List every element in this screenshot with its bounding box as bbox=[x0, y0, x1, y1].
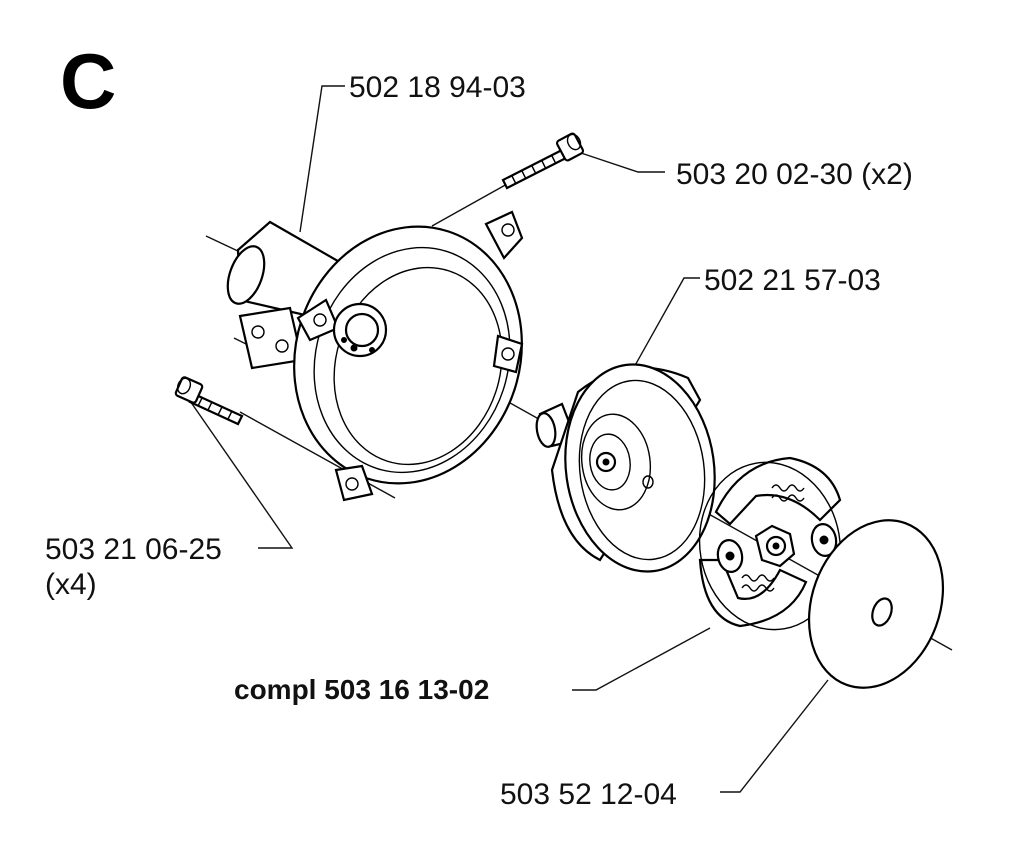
leader-housing bbox=[299, 85, 345, 233]
screw-left bbox=[174, 376, 244, 426]
leader-washer bbox=[720, 679, 829, 793]
leader-clutch bbox=[572, 627, 711, 691]
clutch-assembly bbox=[698, 456, 842, 631]
section-letter: C bbox=[60, 37, 116, 125]
label-washer: 503 52 12-04 bbox=[500, 778, 677, 811]
label-screw-top: 503 20 02-30 (x2) bbox=[676, 158, 913, 191]
label-housing: 502 18 94-03 bbox=[349, 71, 526, 104]
clutch-drum bbox=[535, 363, 716, 573]
label-clutch: compl 503 16 13-02 bbox=[234, 674, 489, 705]
clutch-housing bbox=[226, 210, 524, 502]
washer bbox=[807, 519, 945, 689]
leader-drum bbox=[627, 277, 700, 379]
screw-top bbox=[501, 132, 585, 190]
label-drum: 502 21 57-03 bbox=[704, 264, 881, 297]
label-screw-left: 503 21 06-25 bbox=[45, 533, 222, 566]
shaft-axis-stub-top bbox=[205, 235, 241, 253]
label-screw-left-qty: (x4) bbox=[45, 568, 97, 601]
leader-screw-top bbox=[577, 151, 665, 173]
leader-screw-left bbox=[187, 397, 294, 549]
